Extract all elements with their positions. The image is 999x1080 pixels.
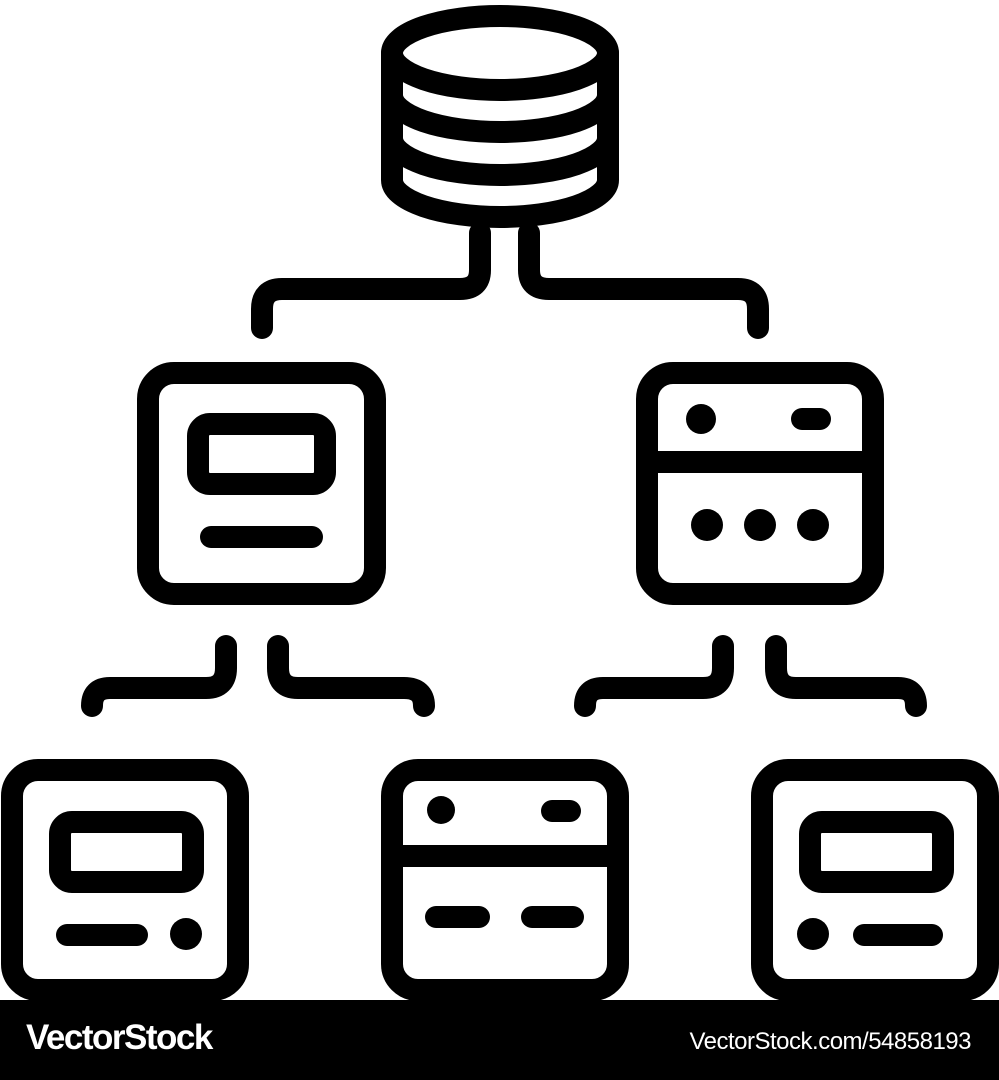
brand-logo: VectorStock <box>26 1018 213 1057</box>
dot <box>744 509 776 541</box>
dot <box>691 509 723 541</box>
connector-right-to-child2 <box>574 635 734 717</box>
connector-root-right <box>518 222 769 339</box>
server-window-icon <box>381 759 629 1000</box>
connector-left-to-child1 <box>81 635 237 717</box>
hierarchy-diagram <box>1 5 999 1000</box>
dot <box>686 404 716 434</box>
dot <box>797 509 829 541</box>
connector-root-left <box>251 222 491 339</box>
document-icon <box>751 759 999 1000</box>
server-window-icon <box>636 362 884 605</box>
database-icon <box>381 5 619 228</box>
document-icon <box>1 759 249 1000</box>
watermark-footer: VectorStock VectorStock.com/54858193 <box>0 1000 999 1080</box>
dot <box>797 918 829 950</box>
dot <box>427 796 455 824</box>
image-id-text: VectorStock.com/54858193 <box>689 1028 971 1055</box>
connector-right-to-child3 <box>765 635 927 717</box>
document-icon <box>137 362 386 605</box>
dot <box>170 918 202 950</box>
connector-left-to-child2 <box>267 635 435 717</box>
